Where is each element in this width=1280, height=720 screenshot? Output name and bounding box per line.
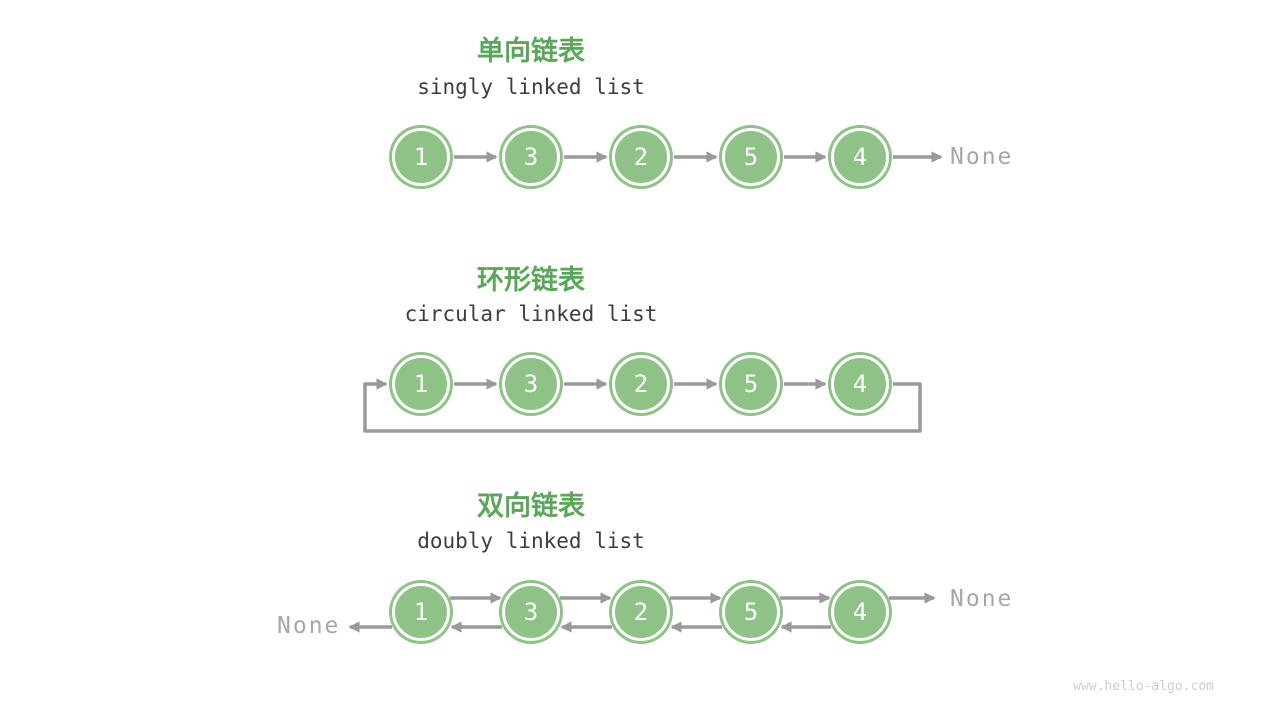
node-inner-ring [722,128,780,186]
node-inner-ring [392,583,450,641]
node-circle [609,580,673,644]
node-value: 2 [634,143,648,171]
list-node: 2 [609,125,673,189]
section-title-singly: 单向链表 [477,36,585,67]
node-circle [828,352,892,416]
list-node: 5 [719,125,783,189]
node-inner-ring [722,355,780,413]
list-node: 5 [719,580,783,644]
node-circle [828,580,892,644]
list-node: 1 [389,352,453,416]
node-circle [499,352,563,416]
list-node: 2 [609,580,673,644]
node-circle [719,580,783,644]
watermark: www.hello-algo.com [1073,679,1214,694]
section-title-doubly: 双向链表 [477,491,585,522]
node-value: 2 [634,598,648,626]
node-inner-ring [722,583,780,641]
node-circle [719,352,783,416]
loop-back-arrow [363,378,922,433]
node-inner-ring [831,583,889,641]
node-circle [389,580,453,644]
list-node: 1 [389,125,453,189]
list-node: 3 [499,125,563,189]
list-node: 1 [389,580,453,644]
node-inner-ring [612,128,670,186]
list-node: 4 [828,125,892,189]
singly-tail-none-label: None [950,144,1014,170]
node-inner-ring [392,128,450,186]
node-value: 1 [414,370,428,398]
node-circle [828,125,892,189]
node-value: 4 [853,370,867,398]
list-node: 3 [499,580,563,644]
list-node: 5 [719,352,783,416]
section-subtitle-singly: singly linked list [417,75,645,99]
node-inner-ring [502,355,560,413]
node-value: 1 [414,598,428,626]
node-inner-ring [831,128,889,186]
node-circle [609,352,673,416]
node-value: 3 [524,598,538,626]
nodes-layer: 1 3 2 5 4 1 3 2 5 4 1 3 2 5 4 [389,125,892,644]
node-circle [499,125,563,189]
node-circle [719,125,783,189]
section-subtitle-circular: circular linked list [404,302,658,326]
node-value: 5 [744,143,758,171]
section-subtitle-doubly: doubly linked list [417,529,645,553]
list-node: 3 [499,352,563,416]
list-node: 4 [828,580,892,644]
node-circle [389,125,453,189]
node-inner-ring [502,128,560,186]
node-circle [609,125,673,189]
node-inner-ring [612,355,670,413]
section-title-circular: 环形链表 [477,265,585,296]
node-inner-ring [392,355,450,413]
node-inner-ring [831,355,889,413]
node-value: 5 [744,598,758,626]
doubly-head-none-label: None [277,613,341,639]
node-inner-ring [502,583,560,641]
node-value: 3 [524,370,538,398]
list-node: 4 [828,352,892,416]
node-value: 2 [634,370,648,398]
list-node: 2 [609,352,673,416]
node-inner-ring [612,583,670,641]
node-value: 4 [853,598,867,626]
node-value: 5 [744,370,758,398]
doubly-tail-none-label: None [950,586,1014,612]
node-circle [499,580,563,644]
arrows-layer [348,151,943,633]
node-value: 1 [414,143,428,171]
node-circle [389,352,453,416]
node-value: 4 [853,143,867,171]
node-value: 3 [524,143,538,171]
